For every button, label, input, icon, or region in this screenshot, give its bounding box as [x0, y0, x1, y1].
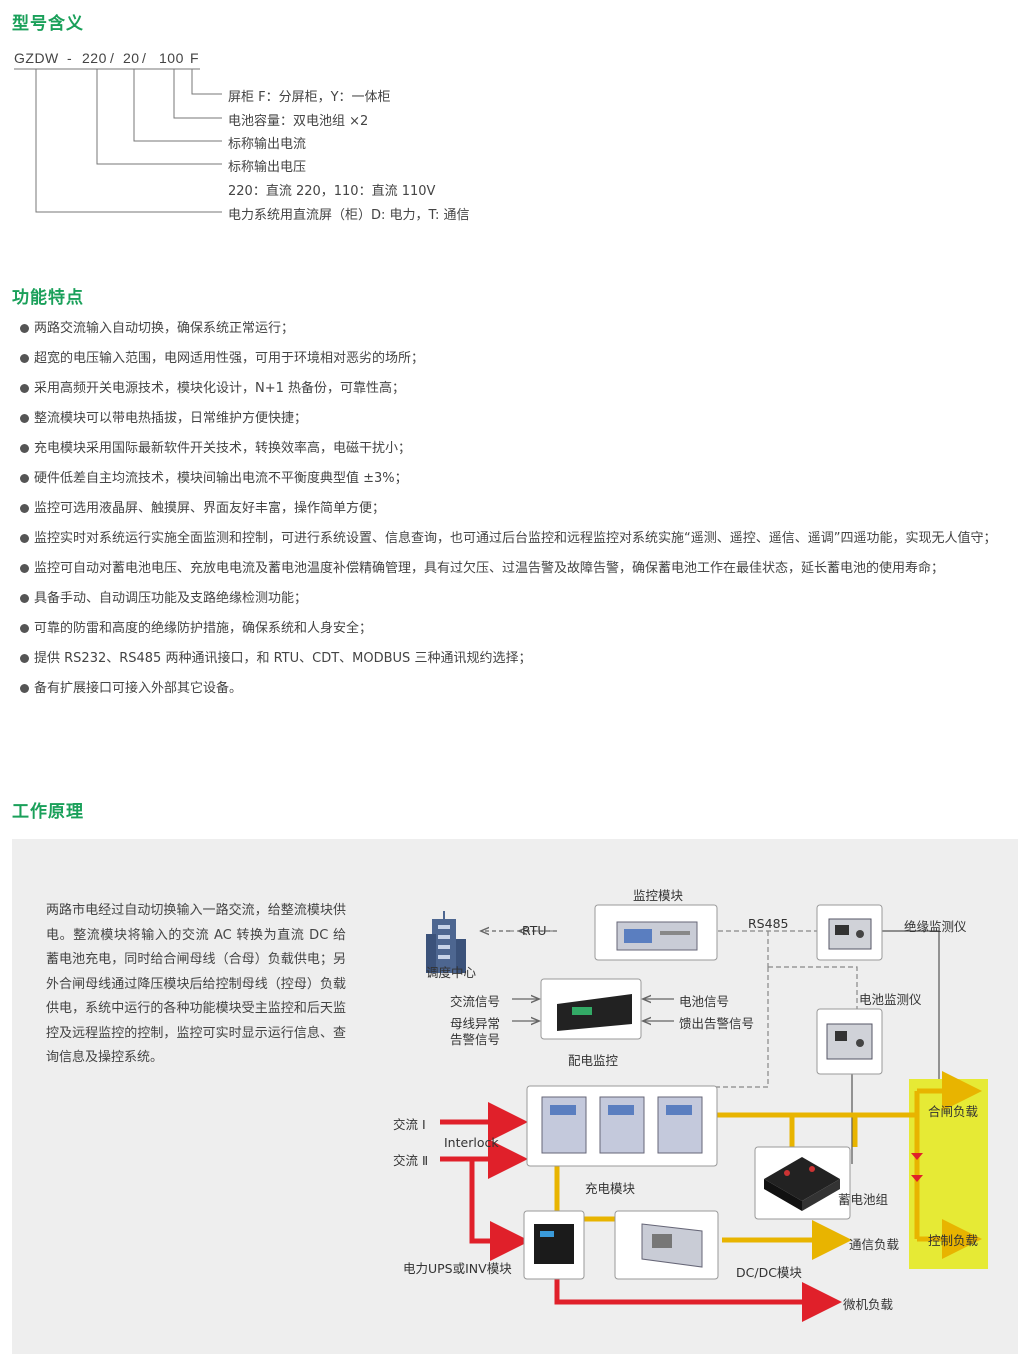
label-insulation-monitor: 绝缘监测仪: [904, 919, 967, 934]
label-feeder-alarm: 馈出告警信号: [679, 1016, 755, 1031]
label-battery-bank: 蓄电池组: [838, 1192, 889, 1207]
list-item: 可靠的防雷和高度的绝缘防护措施，确保系统和人身安全；: [20, 618, 1020, 640]
label-ups-module: 电力UPS或INV模块: [403, 1261, 512, 1276]
label-closing-load: 合闸负载: [928, 1104, 979, 1119]
code-part-gzdw: GZDW: [14, 50, 59, 66]
dispatch-center-building: [426, 911, 466, 973]
bullet-icon: [20, 594, 29, 603]
label-monitor-module: 监控模块: [633, 888, 684, 903]
label-bus-abnormal: 母线异常: [450, 1016, 501, 1031]
label-ac2: 交流 Ⅱ: [393, 1153, 429, 1168]
list-item: 备有扩展接口可接入外部其它设备。: [20, 678, 1020, 700]
list-item: 具备手动、自动调压功能及支路绝缘检测功能；: [20, 588, 1020, 610]
code-part-slash1: /: [110, 50, 115, 66]
legend-voltage-values: 220：直流 220，110：直流 110V: [228, 184, 436, 199]
bullet-icon: [20, 324, 29, 333]
list-item: 超宽的电压输入范围，电网适用性强，可用于环境相对恶劣的场所；: [20, 348, 1020, 370]
label-ac-signal: 交流信号: [450, 994, 501, 1009]
label-comm-load: 通信负载: [849, 1237, 900, 1252]
code-part-capacity: 100: [159, 50, 184, 66]
label-interlock: Interlock: [444, 1135, 499, 1150]
legend-current: 标称输出电流: [228, 137, 307, 152]
battery-bank-device: [764, 1157, 840, 1211]
label-rtu: RTU: [522, 923, 547, 938]
code-part-slash2: /: [142, 50, 147, 66]
list-item: 两路交流输入自动切换，确保系统正常运行；: [20, 318, 1020, 340]
principle-description: 两路市电经过自动切换输入一路交流，给整流模块供电。整流模块将输入的交流 AC 转…: [46, 903, 346, 1065]
bullet-icon: [20, 354, 29, 363]
ups-module-device: [534, 1224, 574, 1264]
section-title-principle: 工作原理: [12, 802, 84, 822]
label-charging-module: 充电模块: [585, 1181, 636, 1196]
legend-cabinet: 屏柜 F：分屏柜，Y：一体柜: [228, 90, 391, 105]
monitor-module-device: [616, 921, 698, 951]
bullet-icon: [20, 414, 29, 423]
principle-diagram: [426, 904, 988, 1322]
legend-voltage: 标称输出电压: [228, 160, 307, 175]
list-item: 提供 RS232、RS485 两种通讯接口，和 RTU、CDT、MODBUS 三…: [20, 648, 1020, 670]
label-dispatch-center: 调度中心: [426, 965, 477, 980]
code-part-dash: -: [67, 50, 73, 66]
label-ac1: 交流 Ⅰ: [393, 1117, 426, 1132]
list-item: 监控可选用液晶屏、触摸屏、界面友好丰富，操作简单方便；: [20, 498, 1020, 520]
bullet-icon: [20, 534, 29, 543]
list-item: 采用高频开关电源技术，模块化设计，N+1 热备份，可靠性高；: [20, 378, 1020, 400]
label-distribution-monitor: 配电监控: [568, 1053, 619, 1068]
section-title-features: 功能特点: [12, 288, 84, 308]
list-item: 监控可自动对蓄电池电压、充放电电流及蓄电池温度补偿精确管理，具有过欠压、过温告警…: [20, 558, 1020, 580]
code-part-current: 20: [123, 50, 140, 66]
label-control-load: 控制负载: [928, 1233, 979, 1248]
code-part-cabinet: F: [190, 50, 200, 66]
bullet-icon: [20, 444, 29, 453]
bullet-icon: [20, 384, 29, 393]
principle-panel: 两路市电经过自动切换输入一路交流，给整流模块供电。整流模块将输入的交流 AC 转…: [12, 839, 1018, 1354]
bullet-icon: [20, 564, 29, 573]
section-title-model: 型号含义: [12, 14, 84, 34]
bullet-icon: [20, 684, 29, 693]
label-alarm-signal: 告警信号: [450, 1032, 501, 1047]
label-battery-monitor: 电池监测仪: [859, 992, 922, 1007]
bullet-icon: [20, 624, 29, 633]
distribution-monitor-device: [557, 994, 632, 1031]
bullet-icon: [20, 654, 29, 663]
feature-list: 两路交流输入自动切换，确保系统正常运行； 超宽的电压输入范围，电网适用性强，可用…: [20, 318, 1020, 708]
legend-system: 电力系统用直流屏（柜）D: 电力，T: 通信: [228, 208, 470, 223]
list-item: 硬件低差自主均流技术，模块间输出电流不平衡度典型值 ±3%；: [20, 468, 1020, 490]
list-item: 整流模块可以带电热插拔，日常维护方便快捷；: [20, 408, 1020, 430]
label-micro-load: 微机负载: [843, 1297, 894, 1312]
model-legend-lines: [14, 68, 222, 213]
list-item: 充电模块采用国际最新软件开关技术，转换效率高，电磁干扰小；: [20, 438, 1020, 460]
charging-module-devices: [541, 1096, 703, 1154]
legend-capacity: 电池容量：双电池组 ×2: [228, 114, 369, 129]
bullet-icon: [20, 504, 29, 513]
label-rs485: RS485: [748, 916, 789, 931]
code-part-voltage: 220: [82, 50, 107, 66]
dcdc-module-device: [641, 1223, 703, 1268]
insulation-monitor-device: [828, 918, 872, 950]
bullet-icon: [20, 474, 29, 483]
label-dcdc-module: DC/DC模块: [736, 1265, 802, 1280]
list-item: 监控实时对系统运行实施全面监测和控制，可进行系统设置、信息查询，也可通过后台监控…: [20, 528, 1020, 550]
label-battery-signal: 电池信号: [679, 994, 730, 1009]
battery-monitor-device: [826, 1023, 873, 1060]
